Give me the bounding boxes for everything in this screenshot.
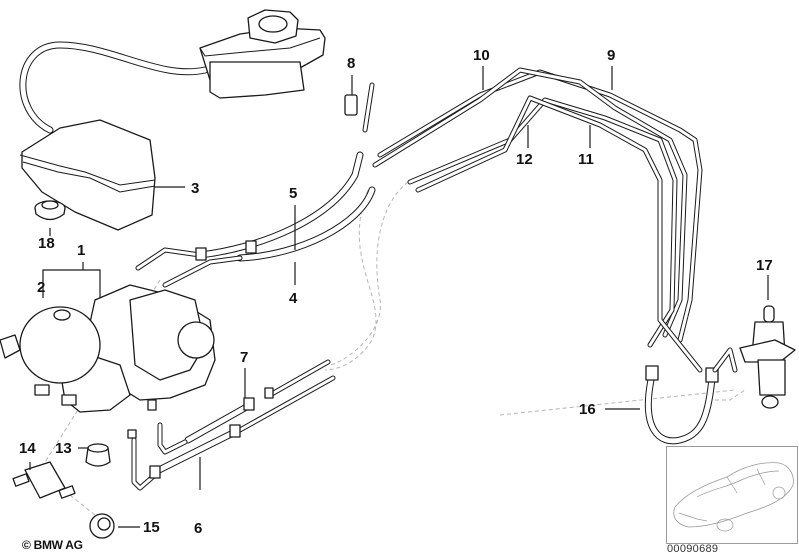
callout-11: 11	[578, 151, 594, 168]
brake-pipe-11	[407, 97, 678, 348]
callout-5: 5	[289, 185, 297, 202]
callout-18: 18	[38, 235, 55, 252]
callout-13: 13	[55, 440, 72, 457]
callout-14: 14	[19, 440, 36, 457]
callout-17: 17	[756, 257, 773, 274]
brake-pipe-9	[377, 69, 703, 343]
brake-hose-16	[644, 347, 738, 445]
callout-12: 12	[516, 151, 533, 168]
callout-2: 2	[37, 279, 45, 296]
brake-pipe-10	[372, 67, 688, 338]
reservoir-hose	[19, 41, 209, 134]
callout-4: 4	[289, 290, 298, 307]
copyright-notice: © BMW AG	[22, 538, 83, 552]
fluid-reservoir	[199, 9, 326, 99]
car-outline-icon	[673, 462, 794, 532]
callout-labels: 1 2 3 4 5 6 7 8 9 10 11 12 13 14 15 16 1…	[19, 47, 773, 537]
grommet-18	[34, 200, 66, 221]
brake-line-5	[135, 151, 364, 271]
nut-15	[89, 513, 115, 539]
brake-line-4	[162, 186, 376, 288]
clip-8	[344, 82, 375, 133]
vehicle-thumbnail	[666, 446, 798, 544]
callout-9: 9	[607, 47, 615, 64]
document-id: 00090689	[667, 543, 719, 555]
sensor-13	[85, 443, 111, 467]
callout-3: 3	[191, 180, 199, 197]
callout-6: 6	[194, 520, 202, 537]
callout-8: 8	[347, 55, 355, 72]
brake-line-6	[131, 375, 336, 491]
callout-10: 10	[473, 47, 490, 64]
callout-1: 1	[77, 242, 85, 259]
leader-lines	[29, 66, 769, 528]
cover-3	[19, 119, 156, 231]
brake-line-7	[157, 359, 331, 455]
hydraulic-unit-1	[0, 284, 216, 439]
callout-7: 7	[240, 349, 248, 366]
rubber-mount-14	[12, 461, 76, 499]
callout-16: 16	[579, 401, 596, 418]
accumulator-2	[19, 306, 101, 384]
brake-pipe-12	[415, 95, 703, 373]
pressure-valve-17	[739, 305, 796, 409]
callout-15: 15	[143, 519, 160, 536]
